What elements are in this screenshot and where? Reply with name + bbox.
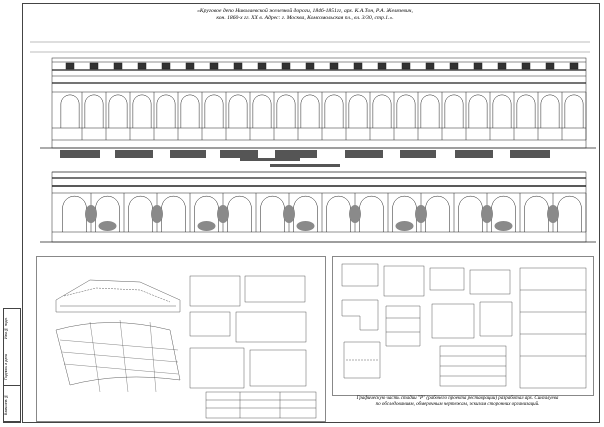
- middle-arch: [95, 195, 120, 232]
- upper-arch: [252, 94, 272, 128]
- authorship-caption-line-1: Графическую часть стадии "Р" (рабочего п…: [356, 396, 559, 401]
- upper-attic-window: [377, 62, 387, 70]
- facade-stain: [98, 221, 117, 231]
- facade-stain: [547, 205, 559, 223]
- upper-arch: [516, 94, 536, 128]
- upper-arch: [60, 94, 80, 128]
- middle-stains: [85, 205, 559, 231]
- facade-stain: [283, 205, 295, 223]
- upper-arch: [540, 94, 560, 128]
- lower-left-drawings: [55, 275, 317, 419]
- upper-attic-window: [473, 62, 483, 70]
- facade-stain: [296, 221, 315, 231]
- middle-arch: [524, 195, 549, 232]
- upper-arch: [132, 94, 152, 128]
- middle-arch: [458, 195, 483, 232]
- middle-arch: [326, 195, 351, 232]
- upper-attic-window: [185, 62, 195, 70]
- upper-attic-window: [113, 62, 123, 70]
- upper-arch: [180, 94, 200, 128]
- facade-stain: [494, 221, 513, 231]
- side-stamp: Изм.№ подл. Подпись и дата Взам.инв.№: [3, 308, 21, 423]
- upper-elevation: [30, 41, 596, 149]
- sheet-title: «Круговое депо Николаевской железной дор…: [170, 8, 440, 21]
- middle-arch: [194, 195, 219, 232]
- middle-arch: [557, 195, 582, 232]
- upper-attic-window: [353, 62, 363, 70]
- middle-arch: [425, 195, 450, 232]
- facade-stain: [481, 205, 493, 223]
- middle-arch: [293, 195, 318, 232]
- middle-arch: [260, 195, 285, 232]
- upper-attic-window: [329, 62, 339, 70]
- upper-arch: [564, 94, 584, 128]
- upper-attic-window: [569, 62, 579, 70]
- facade-stain: [85, 205, 97, 223]
- middle-arch: [128, 195, 153, 232]
- sheet-title-line-2: кон. 1860-х гг. XX в. Адрес: г. Москва, …: [216, 14, 394, 21]
- upper-notes: [60, 150, 550, 167]
- upper-arch: [492, 94, 512, 128]
- upper-arch: [348, 94, 368, 128]
- lower-right-drawings: [341, 263, 587, 389]
- upper-arch: [300, 94, 320, 128]
- authorship-caption: Графическую часть стадии "Р" (рабочего п…: [330, 396, 585, 408]
- upper-attic-window: [161, 62, 171, 70]
- upper-attic-windows: [65, 62, 579, 70]
- middle-arch: [161, 195, 186, 232]
- upper-attic-window: [65, 62, 75, 70]
- upper-attic-window: [233, 62, 243, 70]
- upper-arch: [156, 94, 176, 128]
- upper-arch: [324, 94, 344, 128]
- facade-stain: [197, 221, 216, 231]
- upper-arch: [228, 94, 248, 128]
- upper-attic-window: [497, 62, 507, 70]
- upper-attic-window: [545, 62, 555, 70]
- middle-arch: [62, 195, 87, 232]
- upper-attic-window: [89, 62, 99, 70]
- facade-stain: [415, 205, 427, 223]
- upper-arch: [372, 94, 392, 128]
- upper-arches: [60, 92, 587, 140]
- upper-attic-window: [209, 62, 219, 70]
- lower-left-panel: [36, 256, 326, 422]
- middle-arch: [227, 195, 252, 232]
- upper-attic-window: [521, 62, 531, 70]
- middle-elevation: [40, 171, 596, 243]
- facade-stain: [395, 221, 414, 231]
- upper-attic-window: [257, 62, 267, 70]
- upper-arch: [396, 94, 416, 128]
- facade-stain: [349, 205, 361, 223]
- upper-attic-window: [305, 62, 315, 70]
- upper-attic-window: [449, 62, 459, 70]
- middle-arch: [359, 195, 384, 232]
- upper-arch: [468, 94, 488, 128]
- upper-arch: [420, 94, 440, 128]
- upper-arch: [444, 94, 464, 128]
- facade-stain: [217, 205, 229, 223]
- upper-arch: [108, 94, 128, 128]
- upper-arch: [204, 94, 224, 128]
- upper-arch: [276, 94, 296, 128]
- authorship-caption-line-2: по обследованиям, обмерочным чертежам, э…: [375, 402, 540, 407]
- lower-right-panel: [332, 256, 594, 396]
- middle-arch: [491, 195, 516, 232]
- facade-stain: [151, 205, 163, 223]
- drawing-sheet-frame: [22, 3, 600, 423]
- middle-arch: [392, 195, 417, 232]
- upper-attic-window: [401, 62, 411, 70]
- sheet-title-line-1: «Круговое депо Николаевской железной дор…: [197, 8, 413, 14]
- upper-arch: [84, 94, 104, 128]
- upper-attic-window: [425, 62, 435, 70]
- upper-attic-window: [137, 62, 147, 70]
- upper-attic-window: [281, 62, 291, 70]
